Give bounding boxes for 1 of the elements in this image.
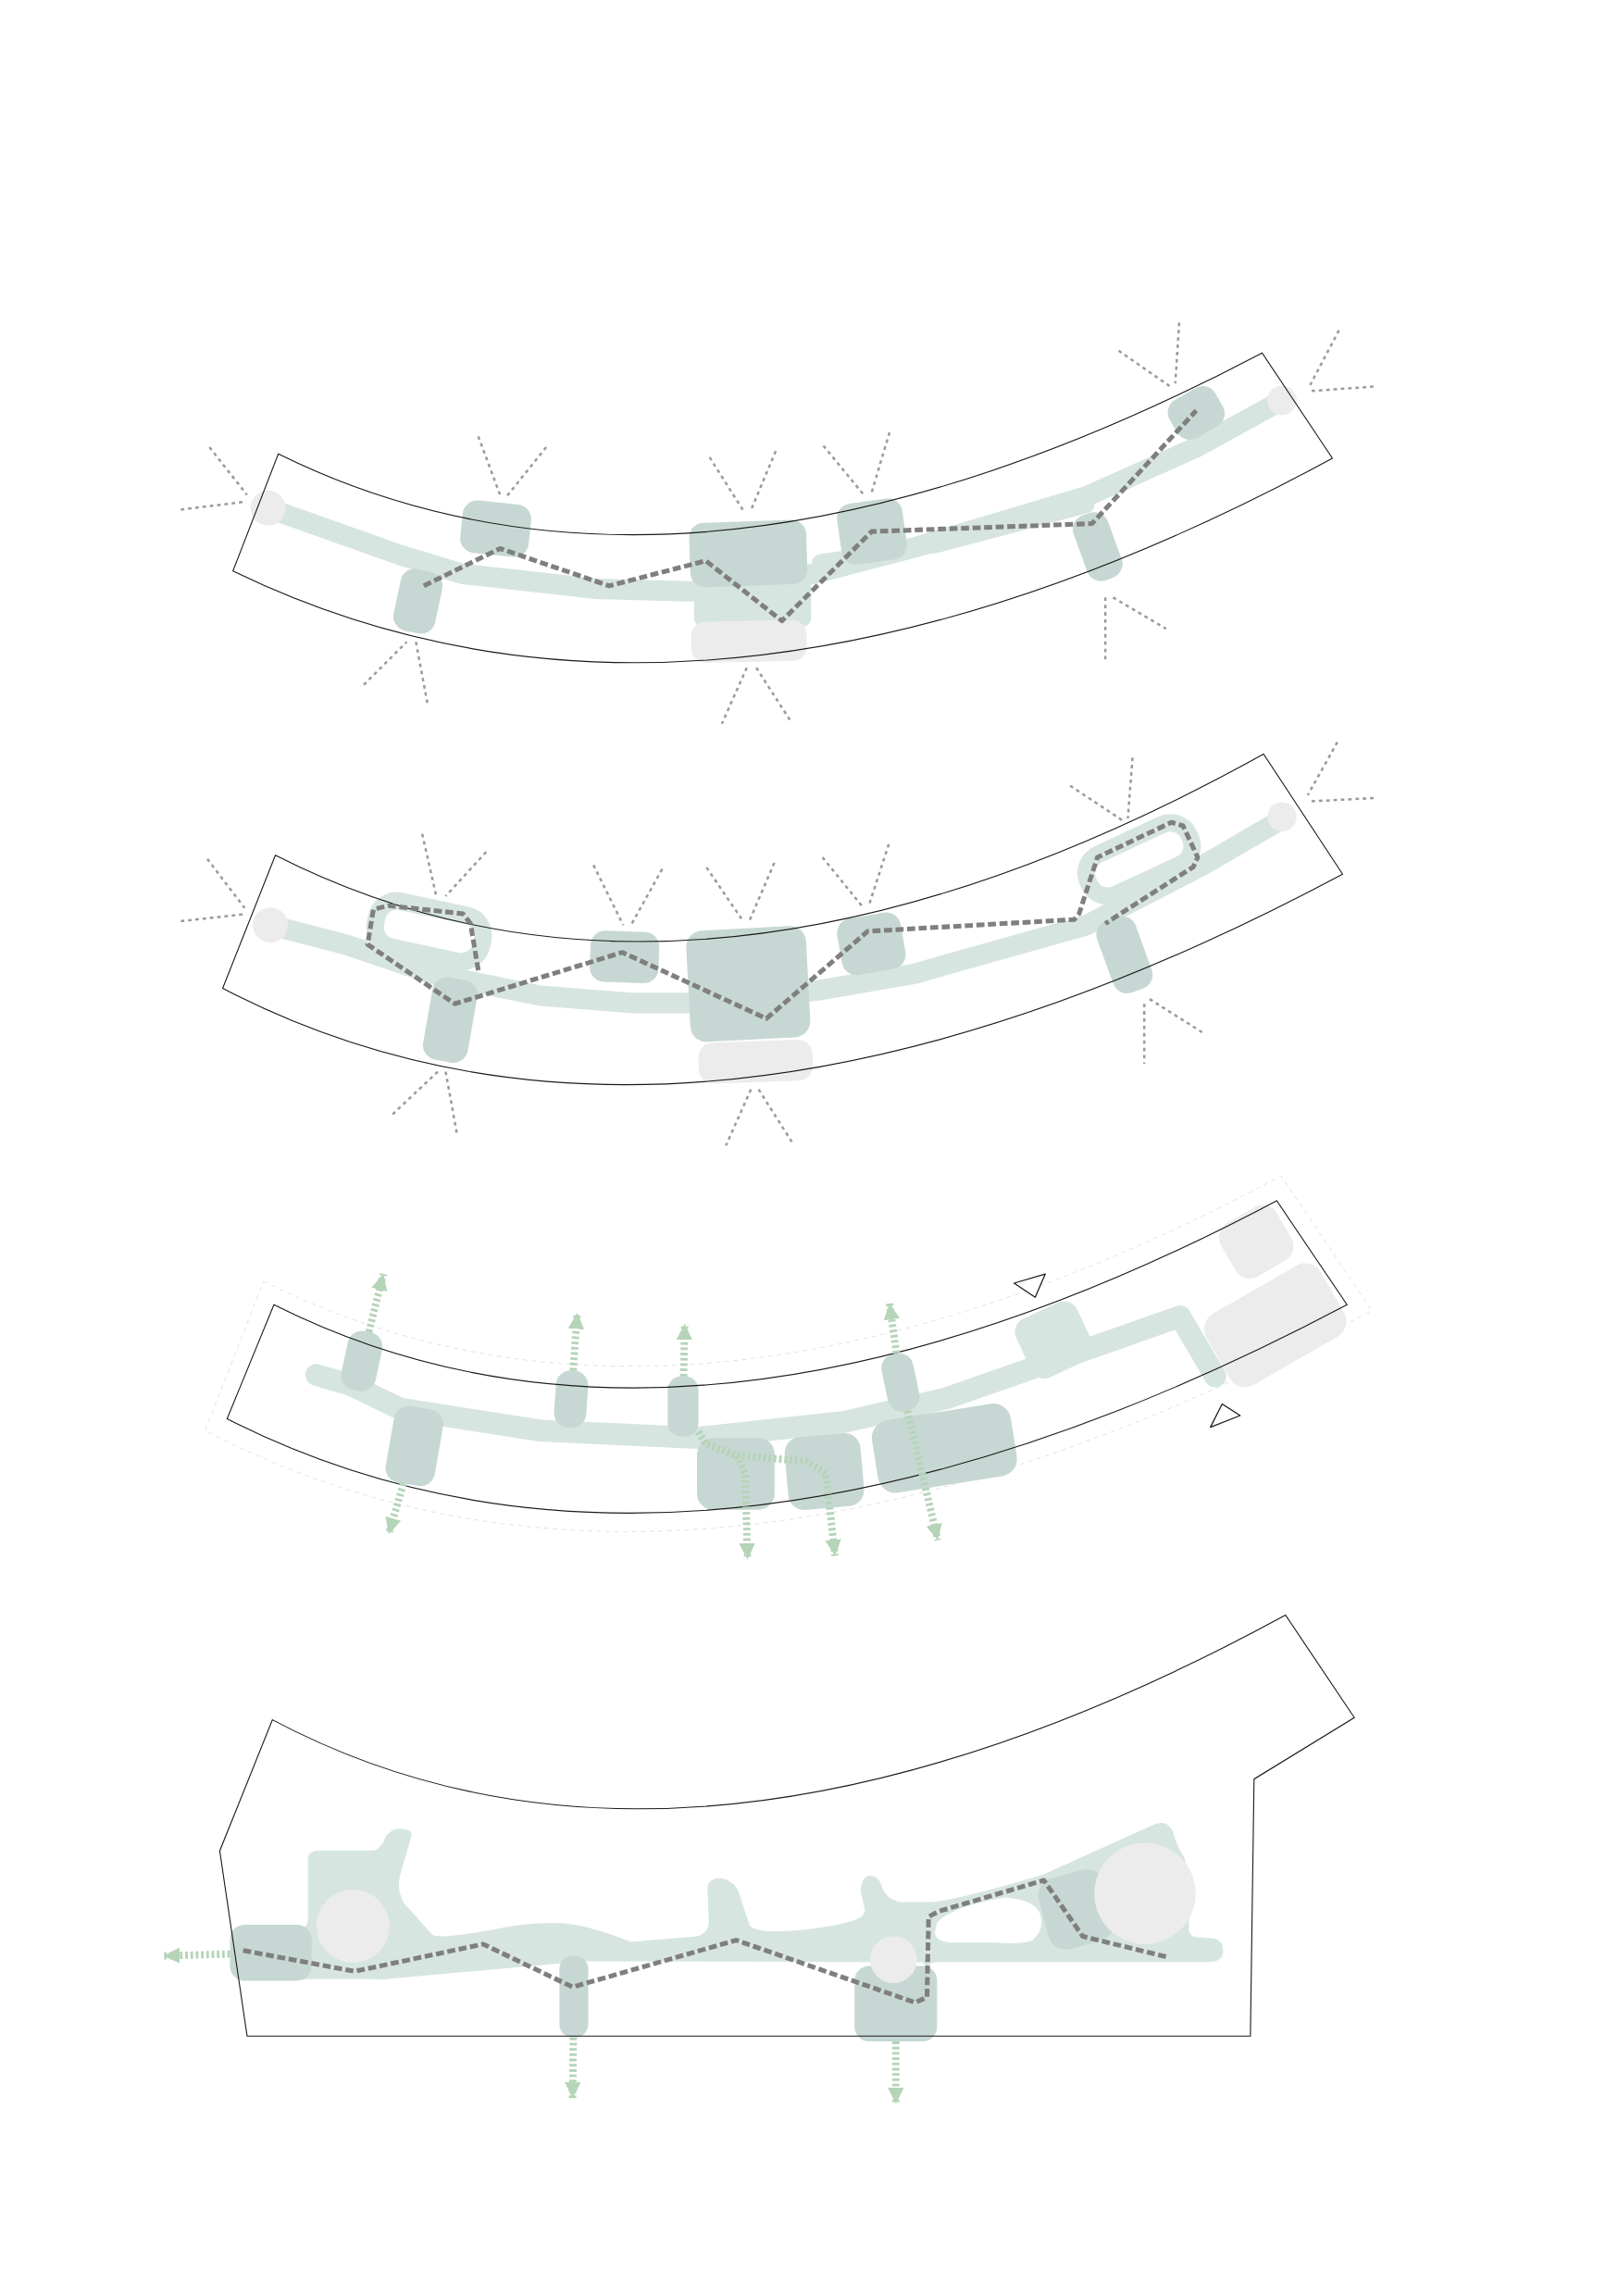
arrow	[888, 2041, 904, 2104]
